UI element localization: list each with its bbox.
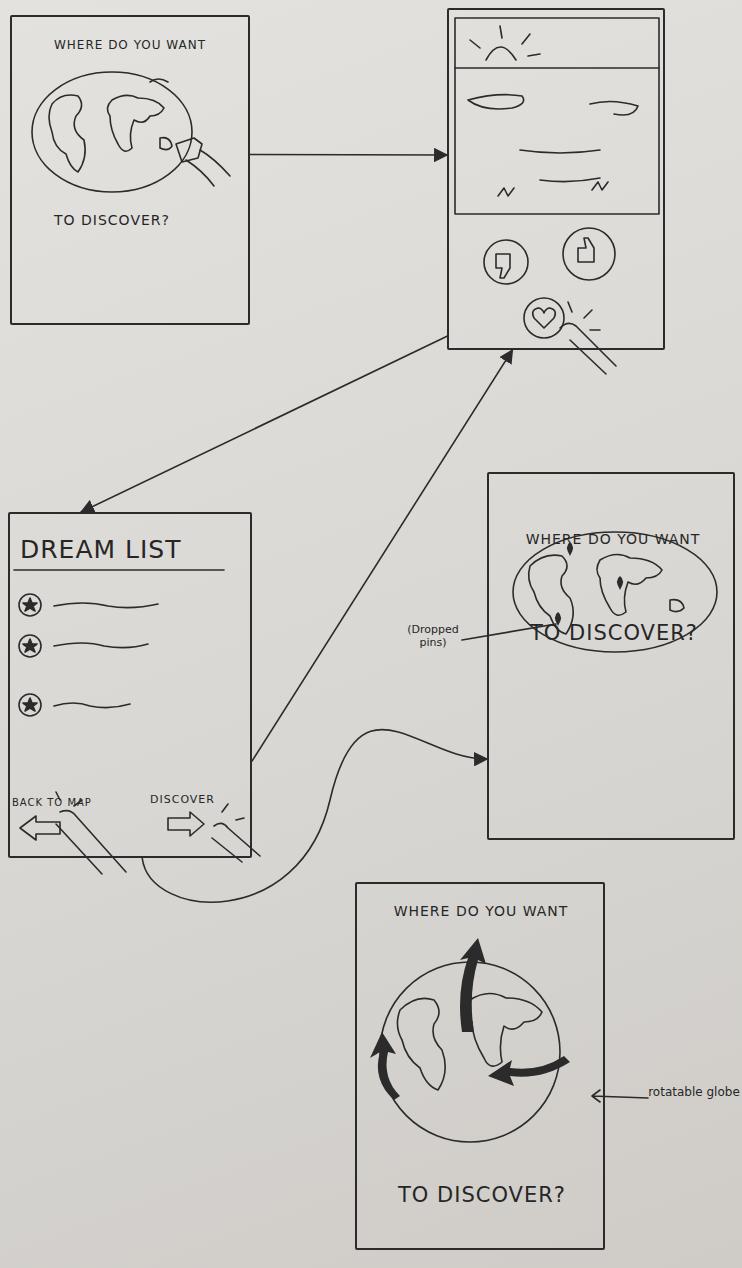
like-button bbox=[563, 228, 615, 280]
screen-heading: WHERE DO YOU WANT bbox=[22, 39, 238, 52]
phone-screen: WHERE DO YOU WANT TO DISCOVER? bbox=[355, 882, 605, 1250]
screen-heading: DREAM LIST bbox=[20, 536, 230, 564]
screen-text: BACK TO MAP bbox=[12, 797, 132, 808]
photo-sketch bbox=[455, 18, 659, 214]
phone-screen: WHERE DO YOU WANT TO DISCOVER? bbox=[10, 15, 250, 325]
rotation-arrows bbox=[370, 938, 570, 1100]
screen-text: TO DISCOVER? bbox=[509, 622, 719, 645]
flow-arrow bbox=[81, 336, 447, 512]
flow-arrow bbox=[250, 154, 447, 156]
flow-arrow bbox=[252, 350, 512, 761]
leader-line bbox=[592, 1090, 648, 1102]
screen-text: TO DISCOVER? bbox=[377, 1184, 587, 1207]
globe-sketch bbox=[32, 72, 192, 192]
phone-screen: WHERE DO YOU WANT TO DISCOVER? bbox=[487, 472, 735, 840]
finger-sketch bbox=[176, 138, 230, 186]
finger-sketch bbox=[560, 302, 616, 374]
annotation-note: rotatable globe bbox=[648, 1086, 740, 1100]
screen-text: DISCOVER bbox=[150, 794, 250, 806]
phone-screen: DREAM LIST BACK TO MAP DISCOVER bbox=[8, 512, 252, 858]
dropped-pins bbox=[555, 542, 623, 626]
dislike-button bbox=[484, 240, 528, 284]
phone-screen bbox=[447, 8, 665, 350]
screen-heading: WHERE DO YOU WANT bbox=[503, 532, 723, 547]
dream-list-items bbox=[14, 570, 224, 716]
annotation-note: (Dropped pins) bbox=[400, 624, 466, 649]
heart-button bbox=[524, 298, 564, 338]
screen-text: TO DISCOVER? bbox=[32, 213, 192, 228]
flow-arrow bbox=[142, 730, 487, 903]
globe-sketch bbox=[380, 962, 560, 1142]
screen-heading: WHERE DO YOU WANT bbox=[371, 904, 591, 919]
